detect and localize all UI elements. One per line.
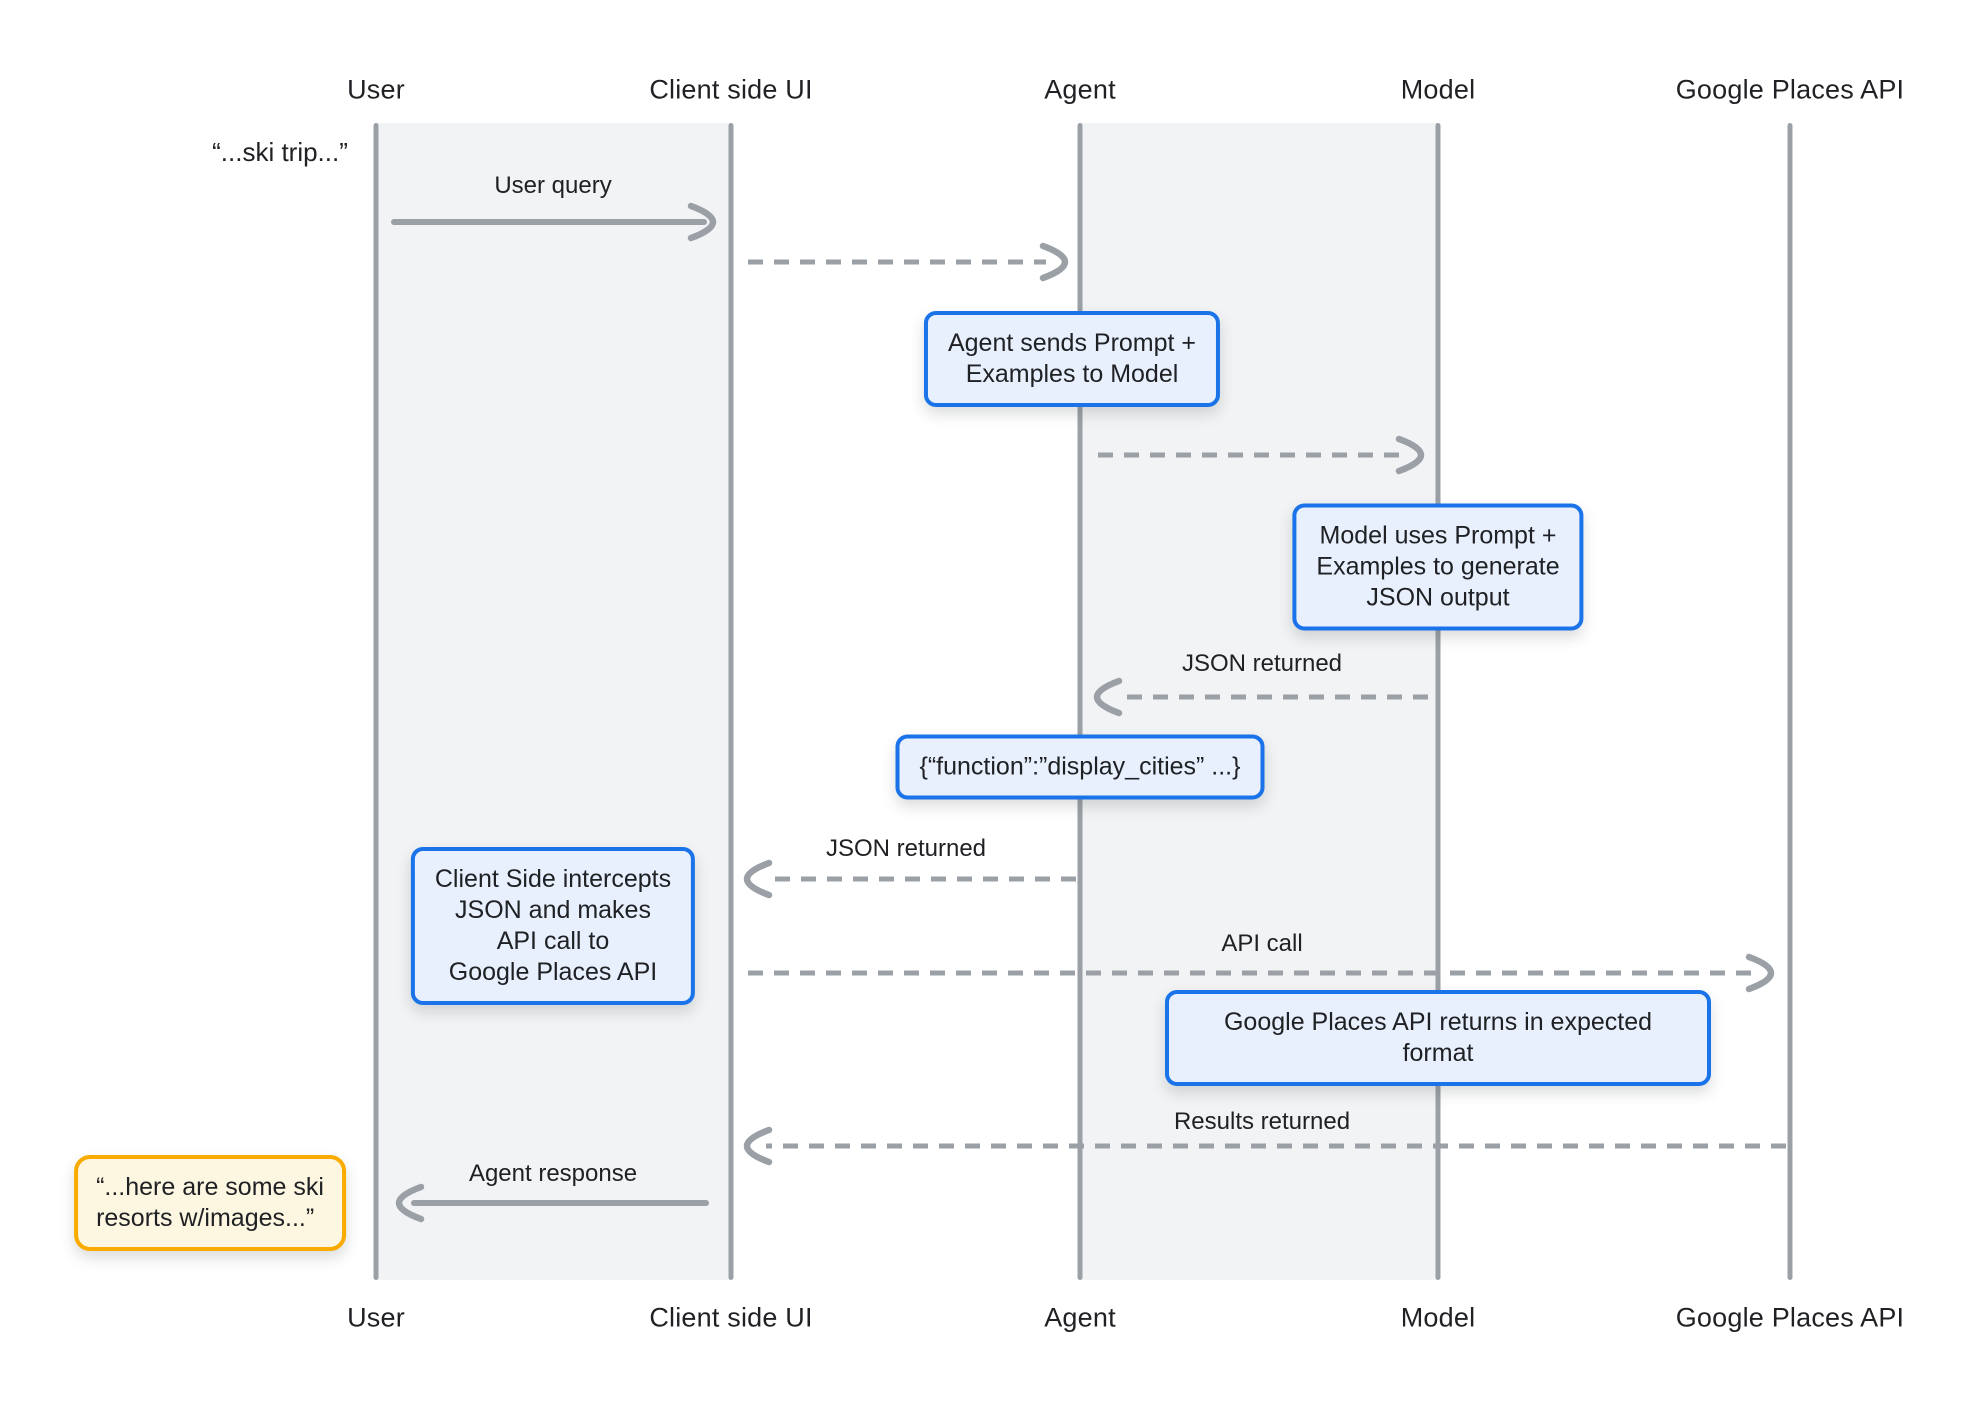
actor-footer-places: Google Places API	[1675, 1302, 1905, 1333]
lifeline-places	[1787, 123, 1793, 1280]
arrow-head-forward-to-agent	[1039, 242, 1068, 282]
lifeline-client	[728, 123, 734, 1280]
note-client-intercepts: Client Side intercepts JSON and makes AP…	[410, 847, 696, 1005]
actor-header-agent: Agent	[1044, 74, 1116, 105]
lifeline-user	[373, 123, 379, 1280]
message-label-json-returned-client: JSON returned	[825, 835, 987, 862]
note-agent-sends: Agent sends Prompt + Examples to Model	[923, 311, 1221, 407]
arrow-head-api-call	[1745, 953, 1774, 993]
message-label-json-returned-model: JSON returned	[1181, 650, 1343, 677]
arrow-head-json-returned-client	[744, 859, 773, 899]
actor-footer-model: Model	[1400, 1302, 1476, 1333]
arrow-head-results-returned	[744, 1126, 773, 1166]
note-agent-quote: “...here are some ski resorts w/images..…	[74, 1155, 346, 1251]
note-user-quote: “...ski trip...”	[212, 136, 348, 167]
note-function-json: {“function”:”display_cities” ...}	[895, 734, 1265, 800]
message-label-agent-response: Agent response	[468, 1160, 638, 1187]
message-label-api-call: API call	[1221, 930, 1303, 957]
band-agent-model	[1080, 123, 1438, 1280]
actor-header-places: Google Places API	[1675, 74, 1905, 105]
actor-header-user: User	[347, 74, 405, 105]
actor-header-client: Client side UI	[649, 74, 813, 105]
message-label-user-query: User query	[494, 172, 612, 199]
lifeline-agent	[1077, 123, 1083, 1280]
actor-header-model: Model	[1400, 74, 1476, 105]
message-label-results-returned: Results returned	[1173, 1108, 1351, 1135]
actor-footer-agent: Agent	[1044, 1302, 1116, 1333]
actor-footer-user: User	[347, 1302, 405, 1333]
note-places-returns: Google Places API returns in expected fo…	[1165, 990, 1711, 1086]
band-user-client	[376, 123, 731, 1280]
note-model-uses: Model uses Prompt + Examples to generate…	[1292, 503, 1584, 631]
actor-footer-client: Client side UI	[649, 1302, 813, 1333]
lifeline-model	[1435, 123, 1441, 1280]
